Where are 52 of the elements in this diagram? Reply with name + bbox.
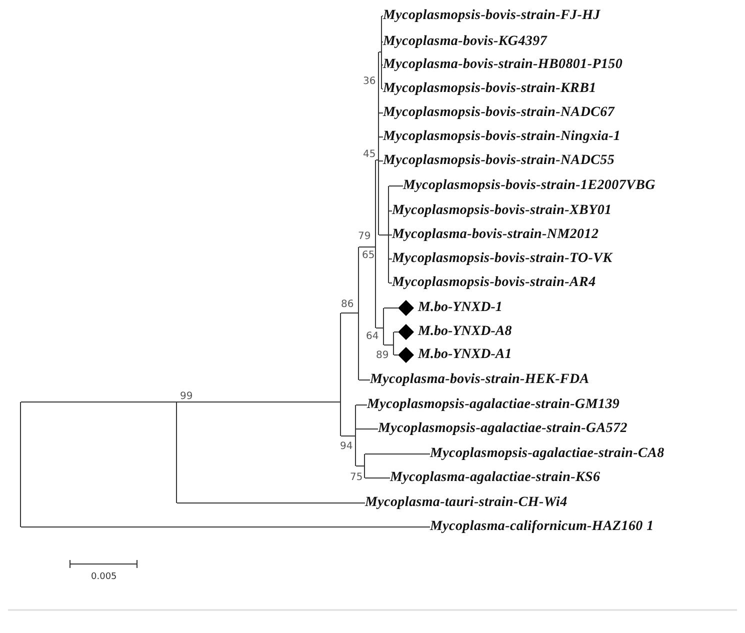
branch-line — [20, 526, 430, 528]
scale-label: 0.005 — [91, 572, 117, 582]
taxon-label: Mycoplasma-agalactiae-strain-KS6 — [390, 469, 600, 487]
taxon-label: Mycoplasma-tauri-strain-CH-Wi4 — [365, 494, 568, 512]
branch-line — [394, 354, 398, 356]
taxon-label: Mycoplasmopsis-bovis-strain-NADC67 — [383, 104, 615, 122]
bootstrap-value: 79 — [358, 231, 371, 243]
taxon-label: Mycoplasmopsis-agalactiae-strain-GA572 — [378, 420, 628, 438]
taxon-label: Mycoplasmopsis-bovis-strain-AR4 — [392, 274, 596, 292]
branch-line — [176, 502, 366, 504]
taxon-label: Mycoplasmopsis-bovis-strain-XBY01 — [392, 202, 612, 220]
branch-line — [356, 428, 378, 430]
taxon-label: Mycoplasma-bovis-strain-HB0801-P150 — [383, 56, 623, 74]
branch-line — [388, 282, 392, 284]
branch-line — [388, 258, 392, 260]
branch-line — [358, 246, 376, 248]
bootstrap-value: 36 — [363, 76, 376, 88]
diamond-marker-icon — [398, 324, 414, 340]
bootstrap-value: 94 — [340, 441, 353, 453]
branch-line — [388, 210, 392, 212]
bootstrap-value: 75 — [350, 472, 363, 484]
taxon-label: Mycoplasmopsis-bovis-strain-Ningxia-1 — [383, 128, 621, 146]
taxon-label: Mycoplasma-bovis-strain-NM2012 — [392, 226, 599, 244]
bootstrap-value: 99 — [180, 391, 193, 403]
taxon-label: M.bo-YNXD-1 — [418, 299, 502, 317]
bootstrap-value: 64 — [366, 331, 379, 343]
bootstrap-value: 89 — [376, 350, 389, 362]
taxon-label: Mycoplasmopsis-bovis-strain-TO-VK — [392, 250, 612, 268]
bootstrap-value: 65 — [362, 250, 375, 262]
branch-line — [378, 136, 384, 138]
branch-line — [378, 234, 390, 236]
taxon-label: Mycoplasmopsis-agalactiae-strain-CA8 — [430, 445, 664, 463]
branch-line — [378, 160, 384, 162]
taxon-label: Mycoplasmopsis-bovis-strain-KRB1 — [383, 80, 596, 98]
bootstrap-value: 86 — [341, 299, 354, 311]
taxon-label: Mycoplasma-bovis-strain-HEK-FDA — [370, 371, 590, 389]
bootstrap-value: 45 — [363, 149, 376, 161]
taxon-label: Mycoplasma-bovis-KG4397 — [383, 33, 548, 51]
branch-line — [388, 234, 392, 236]
taxon-label: M.bo-YNXD-A1 — [418, 346, 512, 364]
taxon-label: M.bo-YNXD-A8 — [418, 323, 512, 341]
taxon-label: Mycoplasmopsis-agalactiae-strain-GM139 — [367, 396, 620, 414]
branch-line — [378, 112, 384, 114]
branch-line — [340, 312, 360, 314]
taxon-label: Mycoplasmopsis-bovis-strain-1E2007VBG — [403, 177, 656, 195]
taxon-label: Mycoplasmopsis-bovis-strain-NADC55 — [383, 152, 615, 170]
diamond-marker-icon — [398, 347, 414, 363]
taxon-label: Mycoplasmopsis-bovis-strain-FJ-HJ — [383, 7, 600, 25]
taxon-label: Mycoplasma-californicum-HAZ160 1 — [430, 518, 654, 536]
branch-line — [384, 344, 394, 346]
diamond-marker-icon — [398, 300, 414, 316]
branch-line — [356, 404, 368, 406]
